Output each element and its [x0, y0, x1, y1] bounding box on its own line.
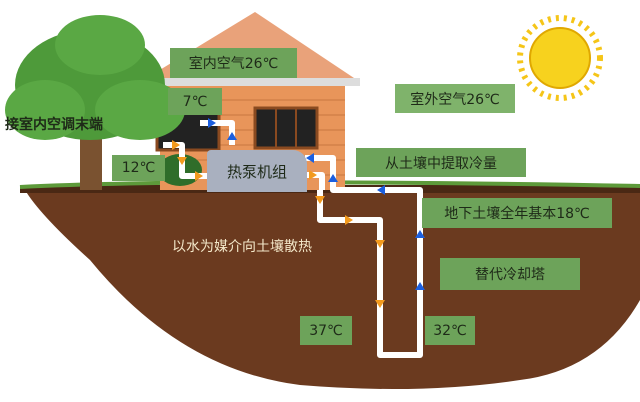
- indoor-air-label: 室内空气26℃: [170, 48, 297, 78]
- cold-arrows: [208, 118, 425, 290]
- outdoor-air-label: 室外空气26℃: [395, 84, 515, 113]
- soil-temp-label: 地下土壤全年基本18℃: [422, 198, 612, 228]
- hot-arrows: [172, 140, 385, 308]
- cooling-tower-label: 替代冷却塔: [440, 258, 580, 290]
- tree: [5, 15, 202, 190]
- soil: [25, 190, 640, 389]
- terminal-label: 接室内空调末端: [5, 117, 103, 133]
- sun-icon: [517, 15, 603, 101]
- supply-temp-label: 7℃: [168, 88, 222, 115]
- heat-pump-unit: 热泵机组: [207, 150, 307, 192]
- loop-out-temp-label: 37℃: [300, 316, 352, 345]
- extract-cold-label: 从土壤中提取冷量: [356, 148, 526, 177]
- window: [253, 106, 319, 150]
- return-temp-label: 12℃: [112, 155, 165, 181]
- dissipate-label: 以水为媒介向土壤散热: [172, 239, 312, 255]
- loop-in-temp-label: 32℃: [425, 316, 475, 345]
